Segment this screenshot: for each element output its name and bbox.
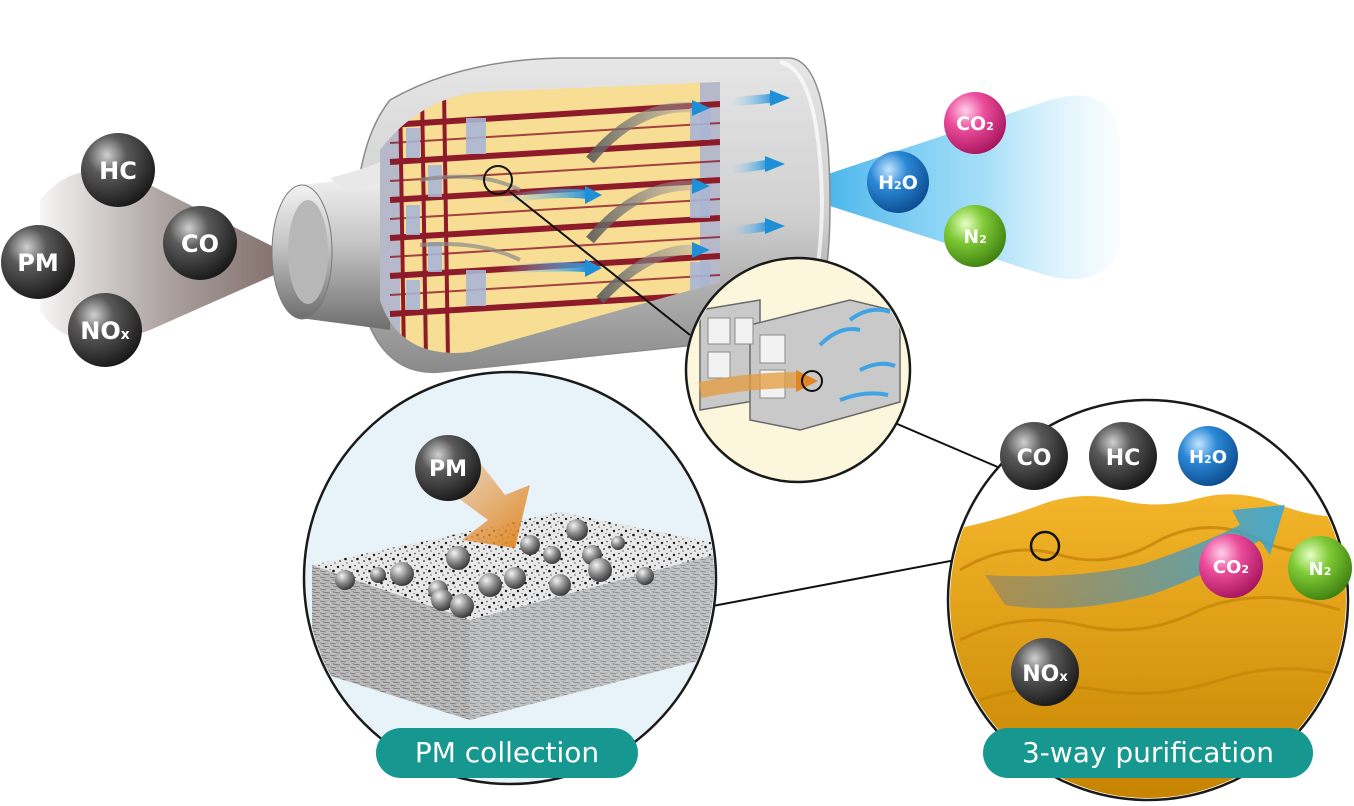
molecule-hc: HC [81,133,155,207]
pm-collection-label: PM collection [376,728,638,778]
cell-focus-ring [483,165,513,195]
svg-text:CO: CO [181,230,219,258]
cell-flow-arrows [419,100,710,304]
pm-molecule-falling: PM [415,435,481,501]
purification-molecule-n2: N2 [1288,536,1352,600]
svg-text:PM: PM [17,249,58,277]
svg-text:NOx: NOx [1022,662,1068,687]
molecule-nox: NOx [68,293,142,367]
svg-text:CO: CO [1017,446,1052,471]
purification-molecule-co2: CO2 [1199,534,1263,598]
pm-particles [335,519,654,618]
svg-text:H2O: H2O [1189,447,1227,468]
molecule-h2o: H2O [867,151,929,213]
molecule-co: CO [163,206,237,280]
purification-molecule-nox: NOx [1011,638,1079,706]
porous-filter-front [312,565,470,720]
pm-collection-circle: PM PM collection [302,370,718,786]
pm-molecule-label: PM [429,457,467,482]
porous-filter-top [312,512,714,620]
outlet-flow-arrows [729,90,790,237]
svg-text:H2O: H2O [878,172,918,194]
molecule-pm: PM [1,225,75,299]
three-way-purification-label: 3-way purification [983,728,1313,778]
clean-exhaust-plume [780,95,1120,280]
svg-text:N2: N2 [1309,559,1332,580]
purification-flow-arrow [985,505,1285,609]
svg-text:HC: HC [99,157,137,185]
molecule-n2: N2 [944,205,1006,267]
purification-molecule-h2o: H2O [1178,426,1238,486]
pm-collection-text: PM collection [415,736,599,769]
purification-molecule-hc: HC [1089,422,1157,490]
svg-text:N2: N2 [963,226,987,248]
svg-text:NOx: NOx [80,317,130,345]
cell-wall-magnifier [684,256,912,484]
purification-molecule-co: CO [1000,422,1068,490]
svg-text:CO2: CO2 [956,113,994,135]
molecule-co2: CO2 [944,92,1006,154]
three-way-purification-text: 3-way purification [1022,736,1274,769]
svg-text:CO2: CO2 [1213,557,1249,578]
svg-text:HC: HC [1106,446,1141,471]
